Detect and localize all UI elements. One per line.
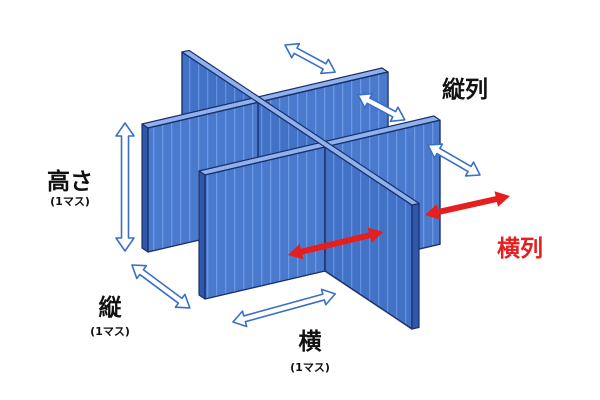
double-arrow-icon	[425, 191, 510, 220]
double-arrow-icon	[288, 227, 384, 260]
vertical-label: 縦	[99, 295, 123, 321]
height-unit-label: (1マス)	[50, 195, 90, 208]
height-arrow	[115, 122, 135, 252]
double-arrow-icon	[427, 143, 481, 177]
double-arrow-icon	[131, 264, 191, 309]
depth-arrow	[131, 264, 191, 309]
cross-panel-top-edge	[181, 49, 420, 206]
horizontal-rows-arrow-1	[288, 227, 384, 260]
double-arrow-icon	[232, 288, 336, 328]
horizontal-unit-label: (1マス)	[290, 361, 330, 374]
height-label: 高さ	[47, 168, 93, 195]
vertical-unit-label: (1マス)	[90, 325, 130, 338]
double-arrow-icon	[357, 92, 406, 123]
cross-panel-end-edge	[411, 202, 420, 330]
horizontal-rows-label: 横列	[497, 236, 543, 262]
vertical-rows-label: 縦列	[442, 77, 488, 103]
vertical-rows-arrow-1	[284, 42, 336, 75]
horizontal-label: 横	[299, 329, 322, 355]
front-panel-left-edge	[198, 170, 206, 300]
vertical-rows-arrow-2	[357, 92, 406, 123]
double-arrow-icon	[284, 42, 336, 75]
width-arrow	[232, 288, 336, 328]
double-arrow-icon	[115, 122, 135, 252]
vertical-rows-arrow-3	[427, 143, 481, 177]
horizontal-rows-arrow-2	[425, 191, 510, 220]
back-panel-left-edge	[141, 123, 149, 253]
